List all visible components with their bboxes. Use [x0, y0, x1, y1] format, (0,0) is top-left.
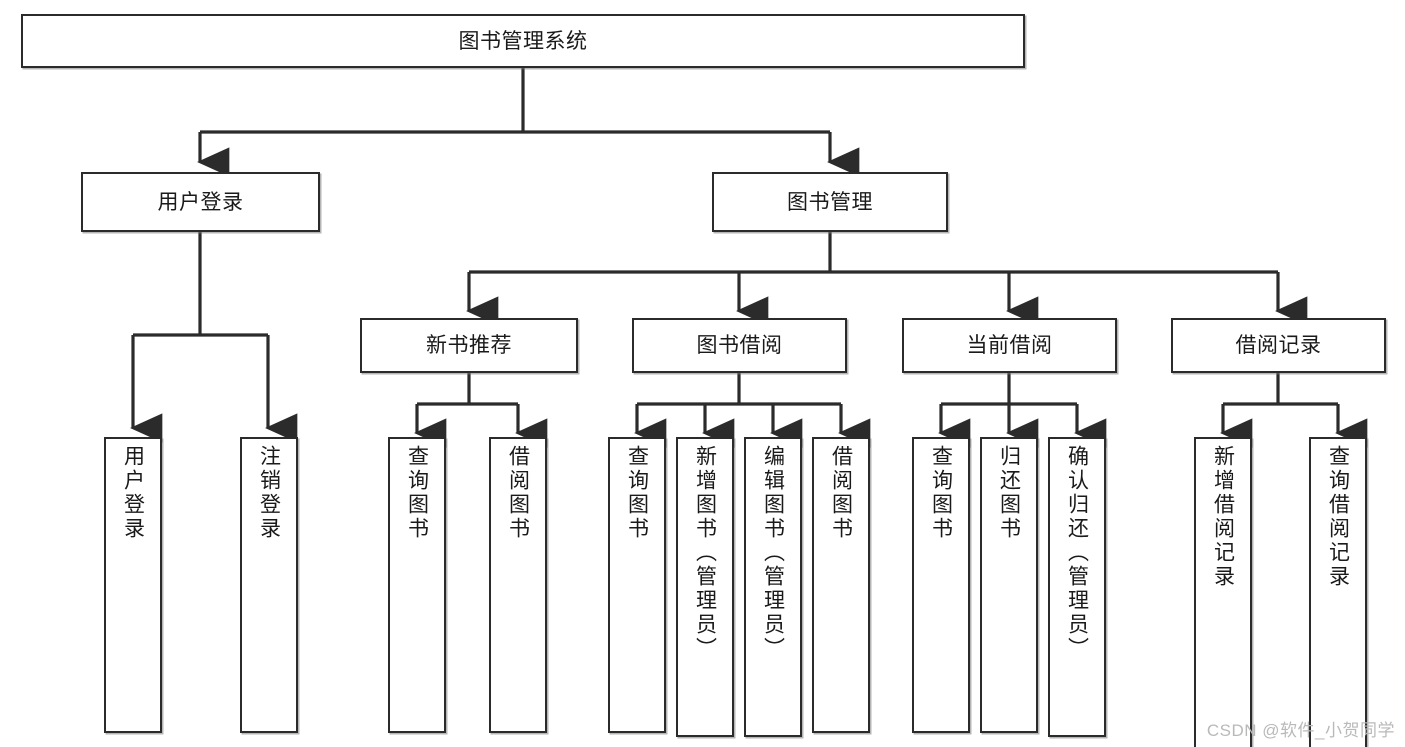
node-label: 注销登录: [257, 445, 281, 541]
leaf-book-borrow-edit-book-admin[interactable]: 编辑图书（管理员）: [744, 437, 802, 737]
leaf-current-borrow-confirm-return-admin[interactable]: 确认归还（管理员）: [1048, 437, 1106, 737]
csdn-watermark: CSDN @软件_小贺同学: [1206, 721, 1395, 740]
node-label: 新书推荐: [426, 334, 512, 357]
leaf-current-borrow-return-books[interactable]: 归还图书: [980, 437, 1038, 733]
leaf-new-book-borrow-books[interactable]: 借阅图书: [489, 437, 547, 733]
node-book-borrowing[interactable]: 图书借阅: [632, 318, 847, 373]
leaf-borrow-record-query-record[interactable]: 查询借阅记录: [1309, 437, 1367, 747]
node-label: 编辑图书（管理员）: [761, 445, 785, 661]
leaf-book-borrow-query-books[interactable]: 查询图书: [608, 437, 666, 733]
node-label: 借阅图书: [829, 445, 853, 541]
node-label: 用户登录: [157, 190, 244, 214]
leaf-user-login-signin[interactable]: 用户登录: [104, 437, 162, 733]
node-label: 图书管理: [787, 190, 873, 214]
node-label: 借阅记录: [1235, 334, 1322, 357]
node-label: 新增图书（管理员）: [693, 445, 717, 661]
node-label: 确认归还（管理员）: [1065, 445, 1089, 661]
node-label: 查询借阅记录: [1326, 445, 1350, 589]
node-current-borrowing[interactable]: 当前借阅: [902, 318, 1117, 373]
node-label: 图书借阅: [696, 334, 783, 357]
leaf-borrow-record-add-record[interactable]: 新增借阅记录: [1194, 437, 1252, 747]
node-label: 查询图书: [625, 445, 649, 541]
leaf-user-login-logout[interactable]: 注销登录: [240, 437, 298, 733]
leaf-current-borrow-query-books[interactable]: 查询图书: [912, 437, 970, 733]
node-borrowing-record[interactable]: 借阅记录: [1171, 318, 1386, 373]
node-label: 当前借阅: [966, 334, 1053, 357]
node-label: 用户登录: [121, 445, 145, 541]
node-label: 归还图书: [997, 445, 1021, 541]
node-label: 查询图书: [405, 445, 429, 541]
node-root-book-management-system[interactable]: 图书管理系统: [21, 14, 1025, 68]
node-new-book-recommendation[interactable]: 新书推荐: [360, 318, 578, 373]
leaf-book-borrow-add-book-admin[interactable]: 新增图书（管理员）: [676, 437, 734, 737]
node-book-management[interactable]: 图书管理: [712, 172, 948, 232]
node-label: 图书管理系统: [458, 29, 588, 53]
node-label: 查询图书: [929, 445, 953, 541]
leaf-new-book-query-books[interactable]: 查询图书: [388, 437, 446, 733]
node-user-login[interactable]: 用户登录: [81, 172, 320, 232]
leaf-book-borrow-borrow-books[interactable]: 借阅图书: [812, 437, 870, 733]
node-label: 新增借阅记录: [1211, 445, 1235, 589]
node-label: 借阅图书: [506, 445, 530, 541]
